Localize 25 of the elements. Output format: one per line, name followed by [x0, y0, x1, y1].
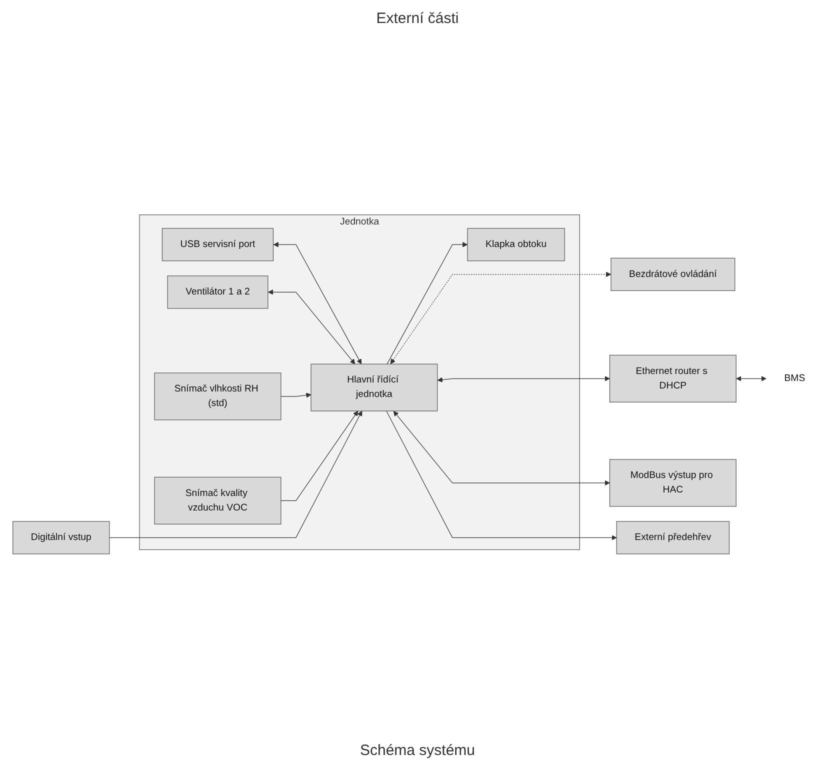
node-box: Bezdrátové ovládání: [610, 258, 735, 292]
arrow: [267, 290, 355, 364]
arrow: [386, 410, 616, 540]
node-text: BMS: [784, 373, 805, 384]
arrow: [386, 242, 468, 364]
node-box: Hlavní řídící jednotka: [310, 364, 438, 412]
node-box: USB servisní port: [161, 228, 274, 262]
node-box: Ventilátor 1 a 2: [166, 276, 268, 309]
node-box: Klapka obtoku: [466, 228, 564, 262]
node-box: Ethernet router s DHCP: [608, 355, 736, 403]
heading-label: Externí části: [376, 10, 459, 27]
node-box: Digitální vstup: [12, 521, 110, 554]
node-box: Externí předehřev: [616, 521, 730, 554]
node-box: ModBus výstup pro HAC: [608, 459, 736, 507]
arrow: [280, 410, 358, 502]
arrow: [436, 376, 610, 383]
arrow: [272, 242, 362, 364]
node-box: Snímač vlhkosti RH (std): [154, 372, 281, 420]
arrow: [736, 376, 766, 382]
arrow: [280, 392, 311, 398]
node-box: Snímač kvality vzduchu VOC: [154, 477, 281, 525]
caption: Schéma systému: [360, 742, 476, 759]
arrow: [108, 410, 362, 538]
arrow: [392, 411, 610, 486]
arrow: [390, 272, 611, 364]
